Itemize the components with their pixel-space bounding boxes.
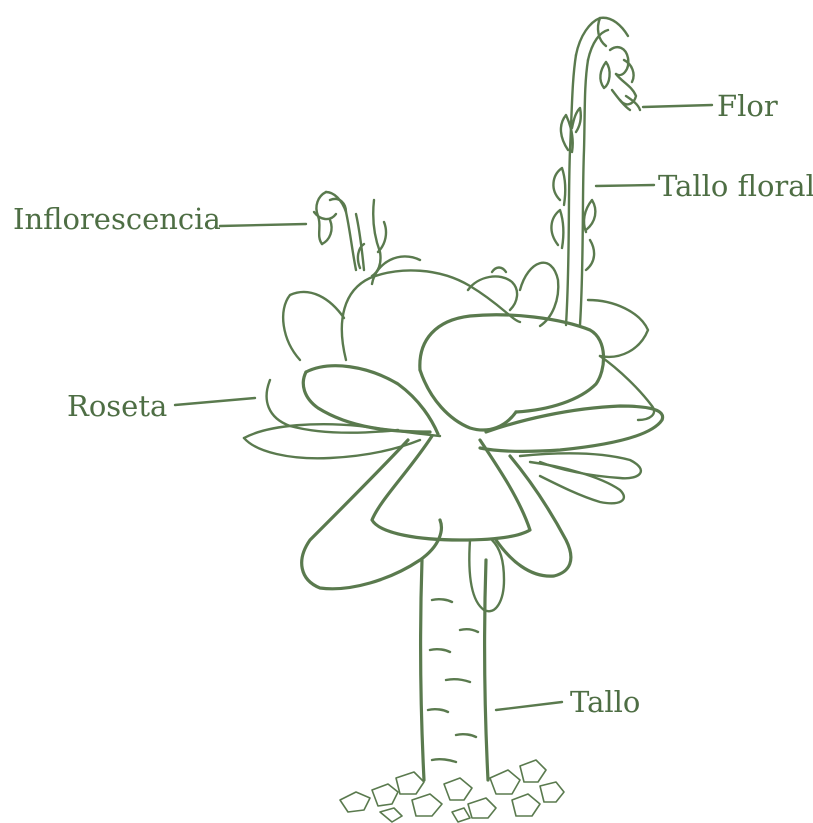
label-flor: Flor bbox=[717, 92, 778, 121]
label-roseta: Roseta bbox=[67, 392, 167, 421]
leader-line-roseta bbox=[175, 398, 255, 405]
label-tallo-floral: Tallo floral bbox=[658, 172, 813, 201]
label-tallo: Tallo bbox=[570, 688, 640, 717]
rosette-leaves bbox=[244, 270, 663, 611]
ground-pebbles bbox=[340, 760, 564, 822]
floral-stalk bbox=[551, 18, 640, 325]
leader-line-flor bbox=[643, 105, 712, 107]
trunk bbox=[421, 560, 488, 780]
label-inflorescencia: Inflorescencia bbox=[13, 205, 221, 234]
leader-line-tallo bbox=[496, 702, 562, 710]
left-inflorescence bbox=[314, 192, 386, 276]
leader-line-tallo-floral bbox=[596, 185, 654, 186]
leader-line-inflorescencia bbox=[220, 224, 306, 226]
